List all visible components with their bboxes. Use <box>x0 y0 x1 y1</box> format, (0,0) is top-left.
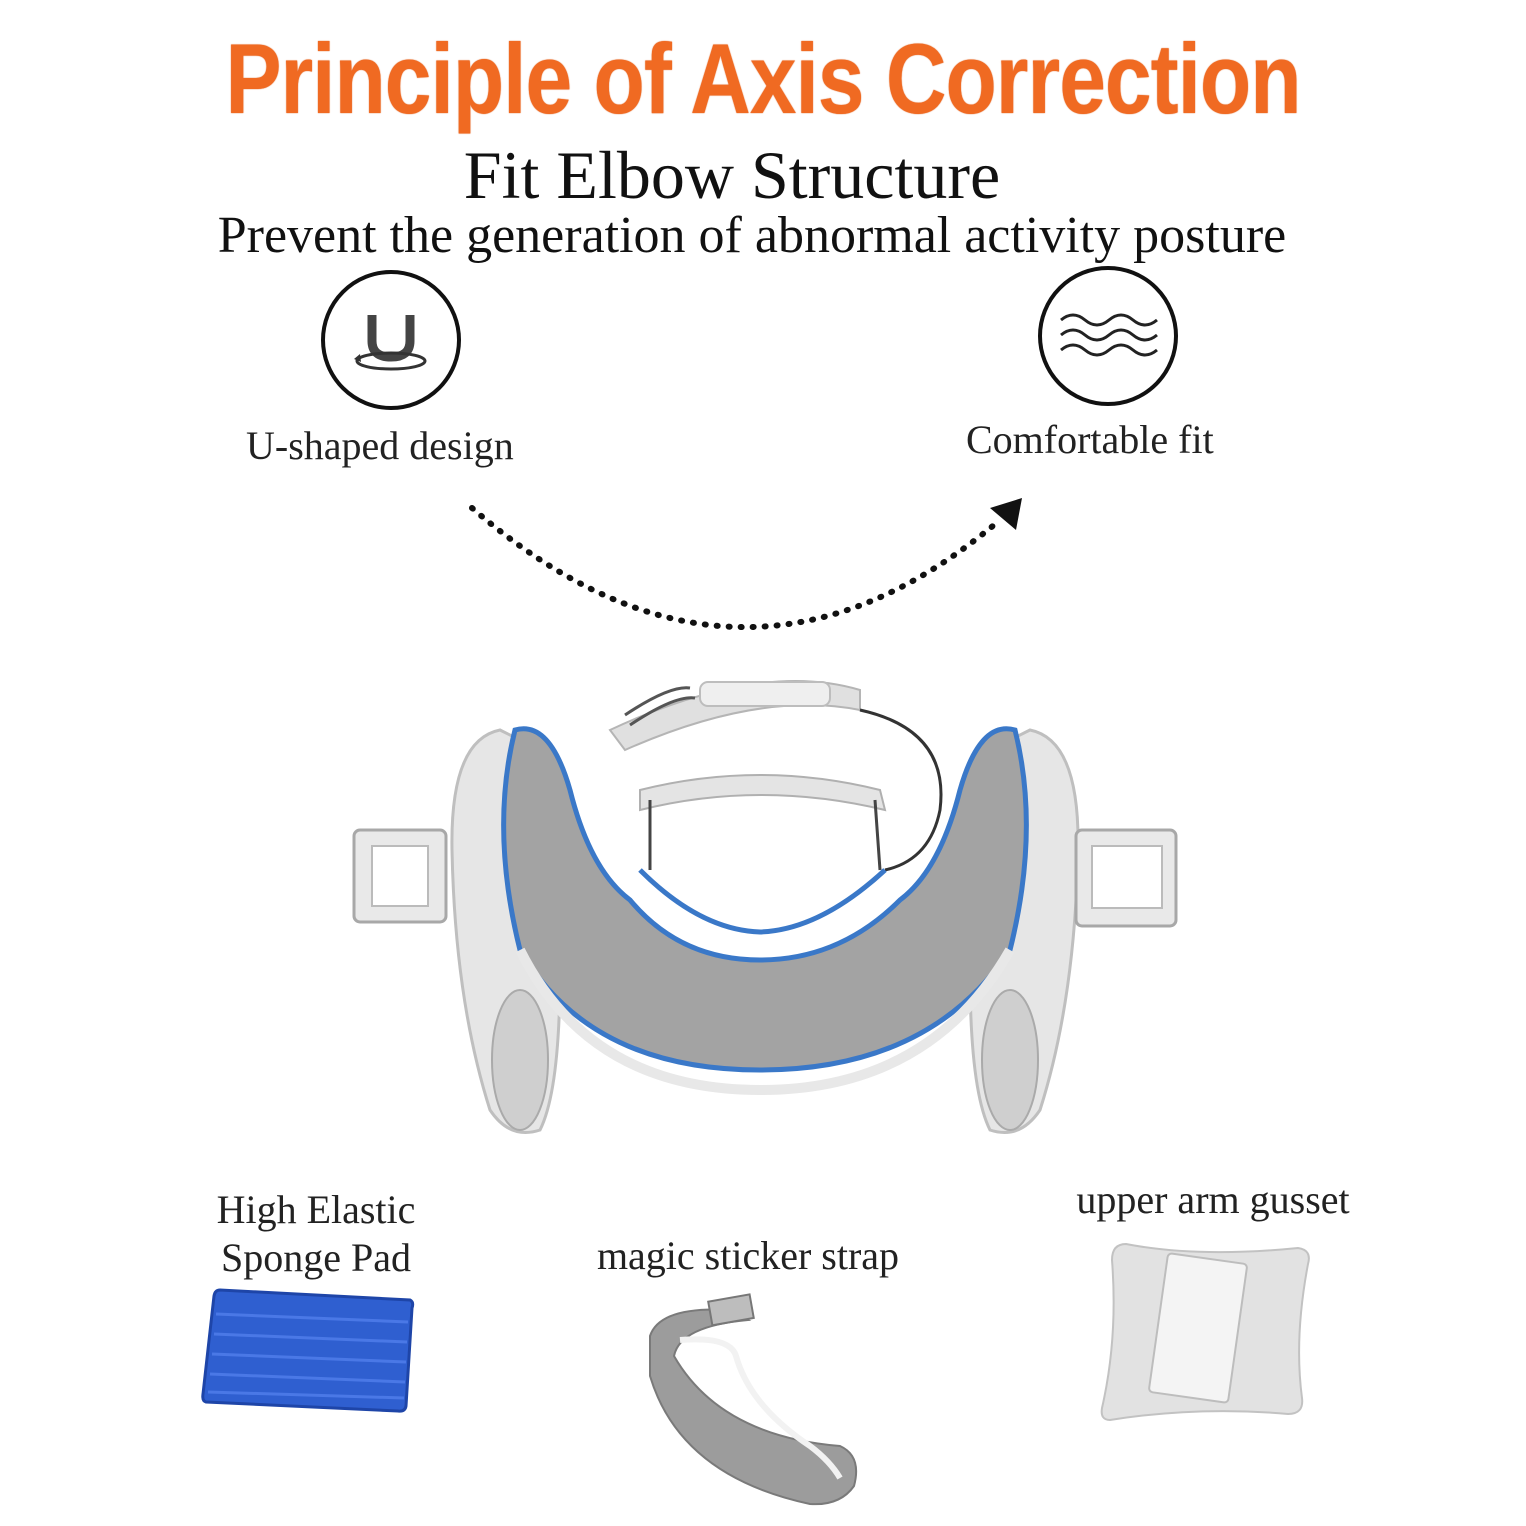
feature-label-comfortable: Comfortable fit <box>966 417 1214 462</box>
sponge-pad-image <box>201 1288 415 1413</box>
component-label-sponge-line2: Sponge Pad <box>221 1235 411 1280</box>
component-label-sponge-line1: High Elastic <box>216 1187 416 1232</box>
page-subtitle: Fit Elbow Structure <box>463 137 1001 213</box>
page-title: Principle of Axis Correction <box>225 23 1301 135</box>
component-label-strap: magic sticker strap <box>596 1233 900 1278</box>
page-tagline: Prevent the generation of abnormal activ… <box>217 207 1287 264</box>
elbow-brace-illustration <box>352 680 1178 1134</box>
u-shape-icon <box>321 270 461 410</box>
dotted-arrow <box>469 498 1022 630</box>
gusset-image <box>1100 1242 1310 1422</box>
wave-icon <box>1038 266 1178 406</box>
component-label-gusset: upper arm gusset <box>1076 1177 1350 1222</box>
feature-label-u-shaped: U-shaped design <box>246 423 514 468</box>
strap-image <box>649 1293 858 1506</box>
